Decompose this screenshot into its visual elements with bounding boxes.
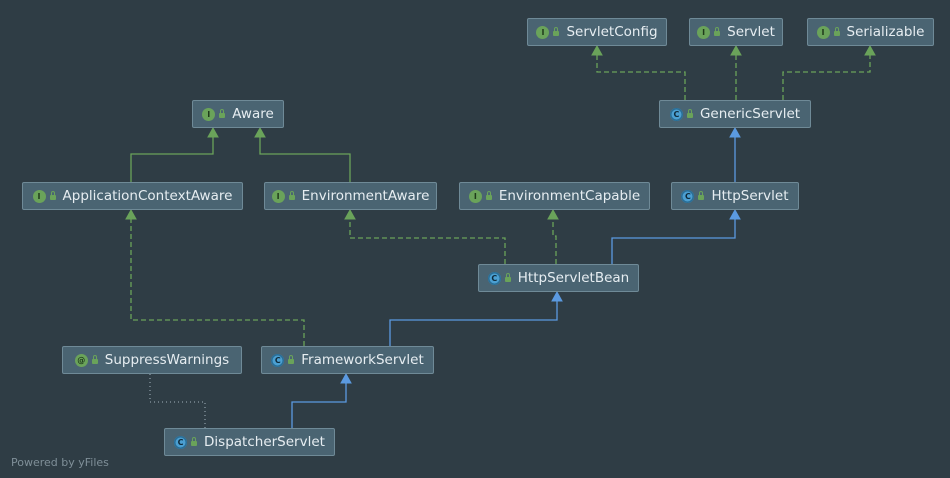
powered-by-label: Powered by yFiles xyxy=(11,456,109,469)
arrowhead xyxy=(551,290,563,302)
public-access-icon xyxy=(698,191,705,200)
arrowhead xyxy=(340,372,352,384)
interface-icon: I xyxy=(468,189,482,203)
interface-icon: I xyxy=(32,189,46,203)
edge-dispatcher-servlet-to-framework-servlet xyxy=(291,372,352,428)
node-servlet[interactable]: I Servlet xyxy=(689,18,783,46)
public-access-icon xyxy=(288,191,295,200)
arrowhead xyxy=(254,126,266,138)
edge-generic-servlet-to-servlet-config xyxy=(591,44,686,100)
public-access-icon xyxy=(288,355,295,364)
arrowhead xyxy=(729,126,741,138)
interface-icon: I xyxy=(271,189,285,203)
edge-http-servlet-bean-to-environment-aware xyxy=(344,208,506,264)
arrowhead xyxy=(547,208,559,220)
node-http-servlet-bean[interactable]: C HttpServletBean xyxy=(478,264,639,292)
arrowhead xyxy=(207,126,219,138)
node-label: DispatcherServlet xyxy=(204,434,325,450)
annotation-icon: @ xyxy=(74,353,88,367)
public-access-icon xyxy=(219,109,226,118)
interface-icon: I xyxy=(202,107,216,121)
abstract-class-icon: C xyxy=(487,271,501,285)
public-access-icon xyxy=(91,355,98,364)
edge-environment-aware-to-aware xyxy=(254,126,351,182)
public-access-icon xyxy=(504,273,511,282)
public-access-icon xyxy=(833,27,840,36)
node-environment-aware[interactable]: I EnvironmentAware xyxy=(264,182,437,210)
edge-framework-servlet-to-application-context-aware xyxy=(125,208,305,346)
node-label: HttpServlet xyxy=(711,188,789,204)
interface-icon: I xyxy=(536,25,550,39)
abstract-class-icon: C xyxy=(669,107,683,121)
abstract-class-icon: C xyxy=(271,353,285,367)
node-label: EnvironmentCapable xyxy=(498,188,641,204)
edge-framework-servlet-to-http-servlet-bean xyxy=(389,290,563,346)
node-label: EnvironmentAware xyxy=(301,188,430,204)
public-access-icon xyxy=(49,191,56,200)
public-access-icon xyxy=(191,437,198,446)
node-label: Aware xyxy=(232,106,274,122)
node-application-context-aware[interactable]: I ApplicationContextAware xyxy=(22,182,243,210)
arrowhead xyxy=(730,44,742,56)
public-access-icon xyxy=(553,27,560,36)
node-http-servlet[interactable]: C HttpServlet xyxy=(671,182,799,210)
node-label: Servlet xyxy=(727,24,775,40)
node-label: FrameworkServlet xyxy=(301,352,424,368)
node-label: HttpServletBean xyxy=(517,270,630,286)
node-generic-servlet[interactable]: C GenericServlet xyxy=(659,100,811,128)
edge-generic-servlet-to-servlet xyxy=(730,44,742,100)
public-access-icon xyxy=(686,109,693,118)
edge-http-servlet-bean-to-http-servlet xyxy=(611,208,741,264)
arrowhead xyxy=(344,208,356,220)
node-label: SuppressWarnings xyxy=(104,352,230,368)
edge-dispatcher-servlet-to-suppress-warnings xyxy=(149,374,206,428)
interface-icon: I xyxy=(816,25,830,39)
node-environment-capable[interactable]: I EnvironmentCapable xyxy=(459,182,650,210)
node-label: GenericServlet xyxy=(699,106,801,122)
arrowhead xyxy=(864,44,876,56)
node-dispatcher-servlet[interactable]: C DispatcherServlet xyxy=(164,428,335,456)
public-access-icon xyxy=(714,27,721,36)
node-serializable[interactable]: I Serializable xyxy=(807,18,934,46)
arrowhead xyxy=(125,208,137,220)
edge-http-servlet-to-generic-servlet xyxy=(729,126,741,182)
interface-icon: I xyxy=(697,25,711,39)
public-access-icon xyxy=(485,191,492,200)
node-aware[interactable]: I Aware xyxy=(192,100,284,128)
abstract-class-icon: C xyxy=(681,189,695,203)
node-label: Serializable xyxy=(846,24,925,40)
arrowhead xyxy=(729,208,741,220)
edge-application-context-aware-to-aware xyxy=(130,126,219,182)
node-framework-servlet[interactable]: C FrameworkServlet xyxy=(261,346,434,374)
node-servlet-config[interactable]: I ServletConfig xyxy=(527,18,667,46)
class-icon: C xyxy=(174,435,188,449)
node-label: ServletConfig xyxy=(566,24,658,40)
arrowhead xyxy=(591,44,603,56)
node-label: ApplicationContextAware xyxy=(62,188,233,204)
edge-generic-servlet-to-serializable xyxy=(782,44,876,100)
edge-http-servlet-bean-to-environment-capable xyxy=(547,208,559,264)
node-suppress-warnings[interactable]: @ SuppressWarnings xyxy=(62,346,242,374)
